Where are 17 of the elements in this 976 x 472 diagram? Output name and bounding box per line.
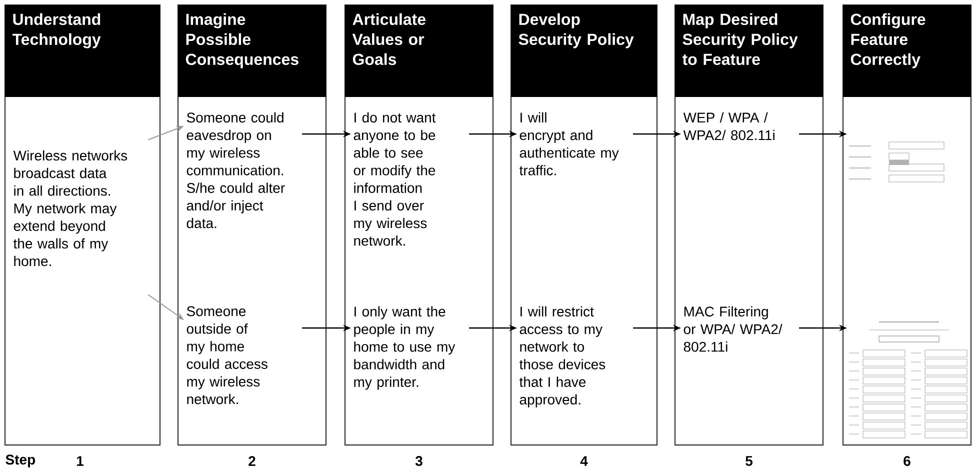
step-number: 6	[904, 456, 910, 466]
step-text: I will restrict access to my network to those devices that I have approved.	[519, 306, 606, 408]
step-text: I will encrypt and authenticate my traffic.	[519, 112, 619, 176]
step-text: MAC Filtering or WPA/ WPA2/ 802.11i	[684, 306, 782, 352]
step-text: I only want the people in my home to use my bandwidth and my printer.	[354, 306, 456, 390]
step-text: WEP / WPA / WPA2/ 802.11i	[683, 112, 774, 140]
step-number: 5	[746, 456, 752, 466]
screenshot-drawing	[848, 321, 968, 438]
step-number: 4	[580, 456, 588, 466]
step-column: Configure Feature Correctly	[842, 4, 972, 446]
screenshot-drawing	[848, 142, 944, 182]
step-text: I do not want anyone to be able to see or modify the information I send over my wireless network.	[354, 112, 436, 246]
step-number: 2	[248, 456, 256, 466]
step-text: Someone outside of my home could access my wireless network.	[186, 306, 268, 404]
step-text: Someone could eavesdrop on my wireless communication. S/he could alter and/or inject data.	[186, 112, 285, 228]
step-number: 3	[415, 456, 422, 466]
step-column: Understand Technology Wireless networks broadcast data in all directions. My network may extend beyond the walls of my home.	[4, 4, 161, 446]
